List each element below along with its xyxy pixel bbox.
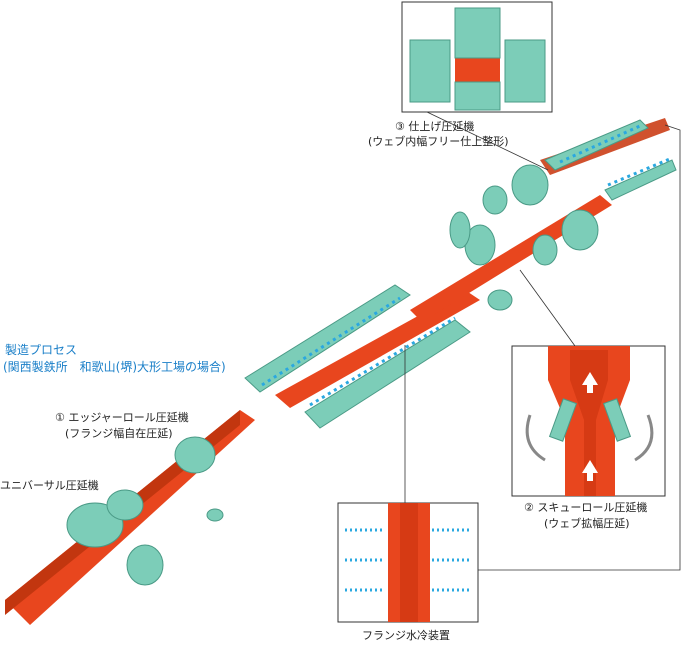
diagram-title: 製造プロセス bbox=[5, 343, 78, 357]
universal-label: ユニバーサル圧延機 bbox=[0, 479, 99, 492]
skew-desc: (ウェブ拡幅圧延) bbox=[544, 517, 630, 530]
rolls bbox=[66, 164, 599, 586]
skew-label: ② スキューロール圧延機 bbox=[524, 501, 648, 514]
water-spray bbox=[261, 124, 673, 407]
inset-skew-roll bbox=[511, 345, 666, 497]
cooling-label: フランジ水冷装置 bbox=[362, 629, 450, 642]
edger-label: ① エッジャーロール圧延機 bbox=[55, 411, 189, 424]
finish-label: ③ 仕上げ圧延機 bbox=[395, 120, 475, 133]
cooling-rails bbox=[244, 119, 677, 429]
leader-lines bbox=[404, 111, 681, 571]
finish-desc: (ウェブ内幅フリー仕上整形) bbox=[368, 135, 509, 148]
edger-desc: (フランジ幅自在圧延) bbox=[65, 427, 173, 440]
diagram-subtitle: (関西製鉄所 和歌山(堺)大形工場の場合) bbox=[3, 360, 226, 374]
inset-flange-cooling bbox=[337, 502, 479, 623]
inset-finish-roll bbox=[401, 1, 553, 113]
